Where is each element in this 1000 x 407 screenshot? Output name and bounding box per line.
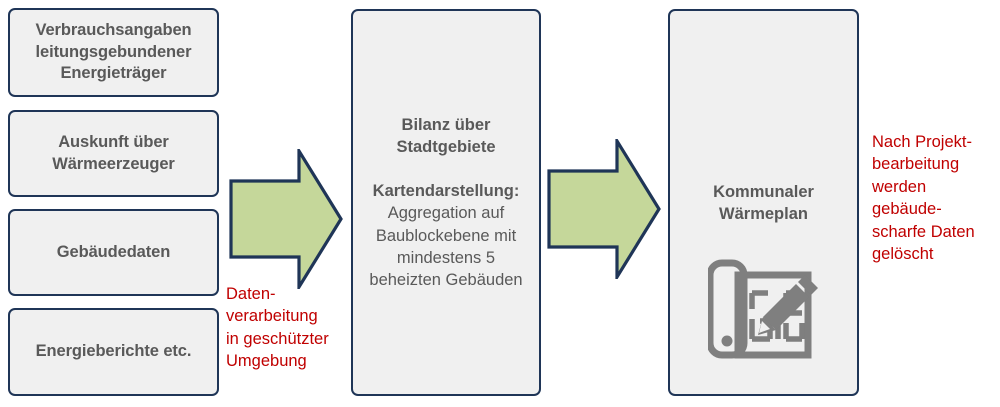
arrow-sources-to-process <box>229 149 343 289</box>
arrow-process-to-result <box>547 139 661 279</box>
source-box-label: Energieberichte etc. <box>35 342 192 361</box>
result-box-waermeplan: Kommunaler Wärmeplan <box>668 9 859 396</box>
note-datenverarbeitung: Daten- verarbeitung in geschützter Umgeb… <box>226 285 329 371</box>
source-box-energieberichte: Energieberichte etc. <box>8 308 219 396</box>
source-box-auskunft-waermeerzeuger: Auskunft über Wärmeerzeuger <box>8 110 219 197</box>
process-subsection-heading: Kartendarstellung: <box>372 182 520 201</box>
source-box-gebaeudedaten: Gebäudedaten <box>8 209 219 296</box>
note-loeschung: Nach Projekt- bearbeitung werden gebäude… <box>872 133 975 264</box>
source-box-label: Gebäudedaten <box>56 242 171 261</box>
blueprint-pencil-icon <box>707 259 818 359</box>
source-box-verbrauchsangaben: Verbrauchsangaben leitungsgebundener Ene… <box>8 8 219 97</box>
source-box-label: Verbrauchsangaben leitungsgebundener Ene… <box>35 20 192 83</box>
process-box-content: Bilanz über Stadtgebiete Kartendarstellu… <box>363 114 528 291</box>
source-box-label: Auskunft über Wärmeerzeuger <box>52 132 175 173</box>
process-subsection-body: Aggregation auf Baublockebene mit mindes… <box>369 204 523 289</box>
process-box-bilanz: Bilanz über Stadtgebiete Kartendarstellu… <box>351 9 541 396</box>
process-title: Bilanz über Stadtgebiete <box>396 116 496 157</box>
result-title: Kommunaler Wärmeplan <box>713 183 814 224</box>
